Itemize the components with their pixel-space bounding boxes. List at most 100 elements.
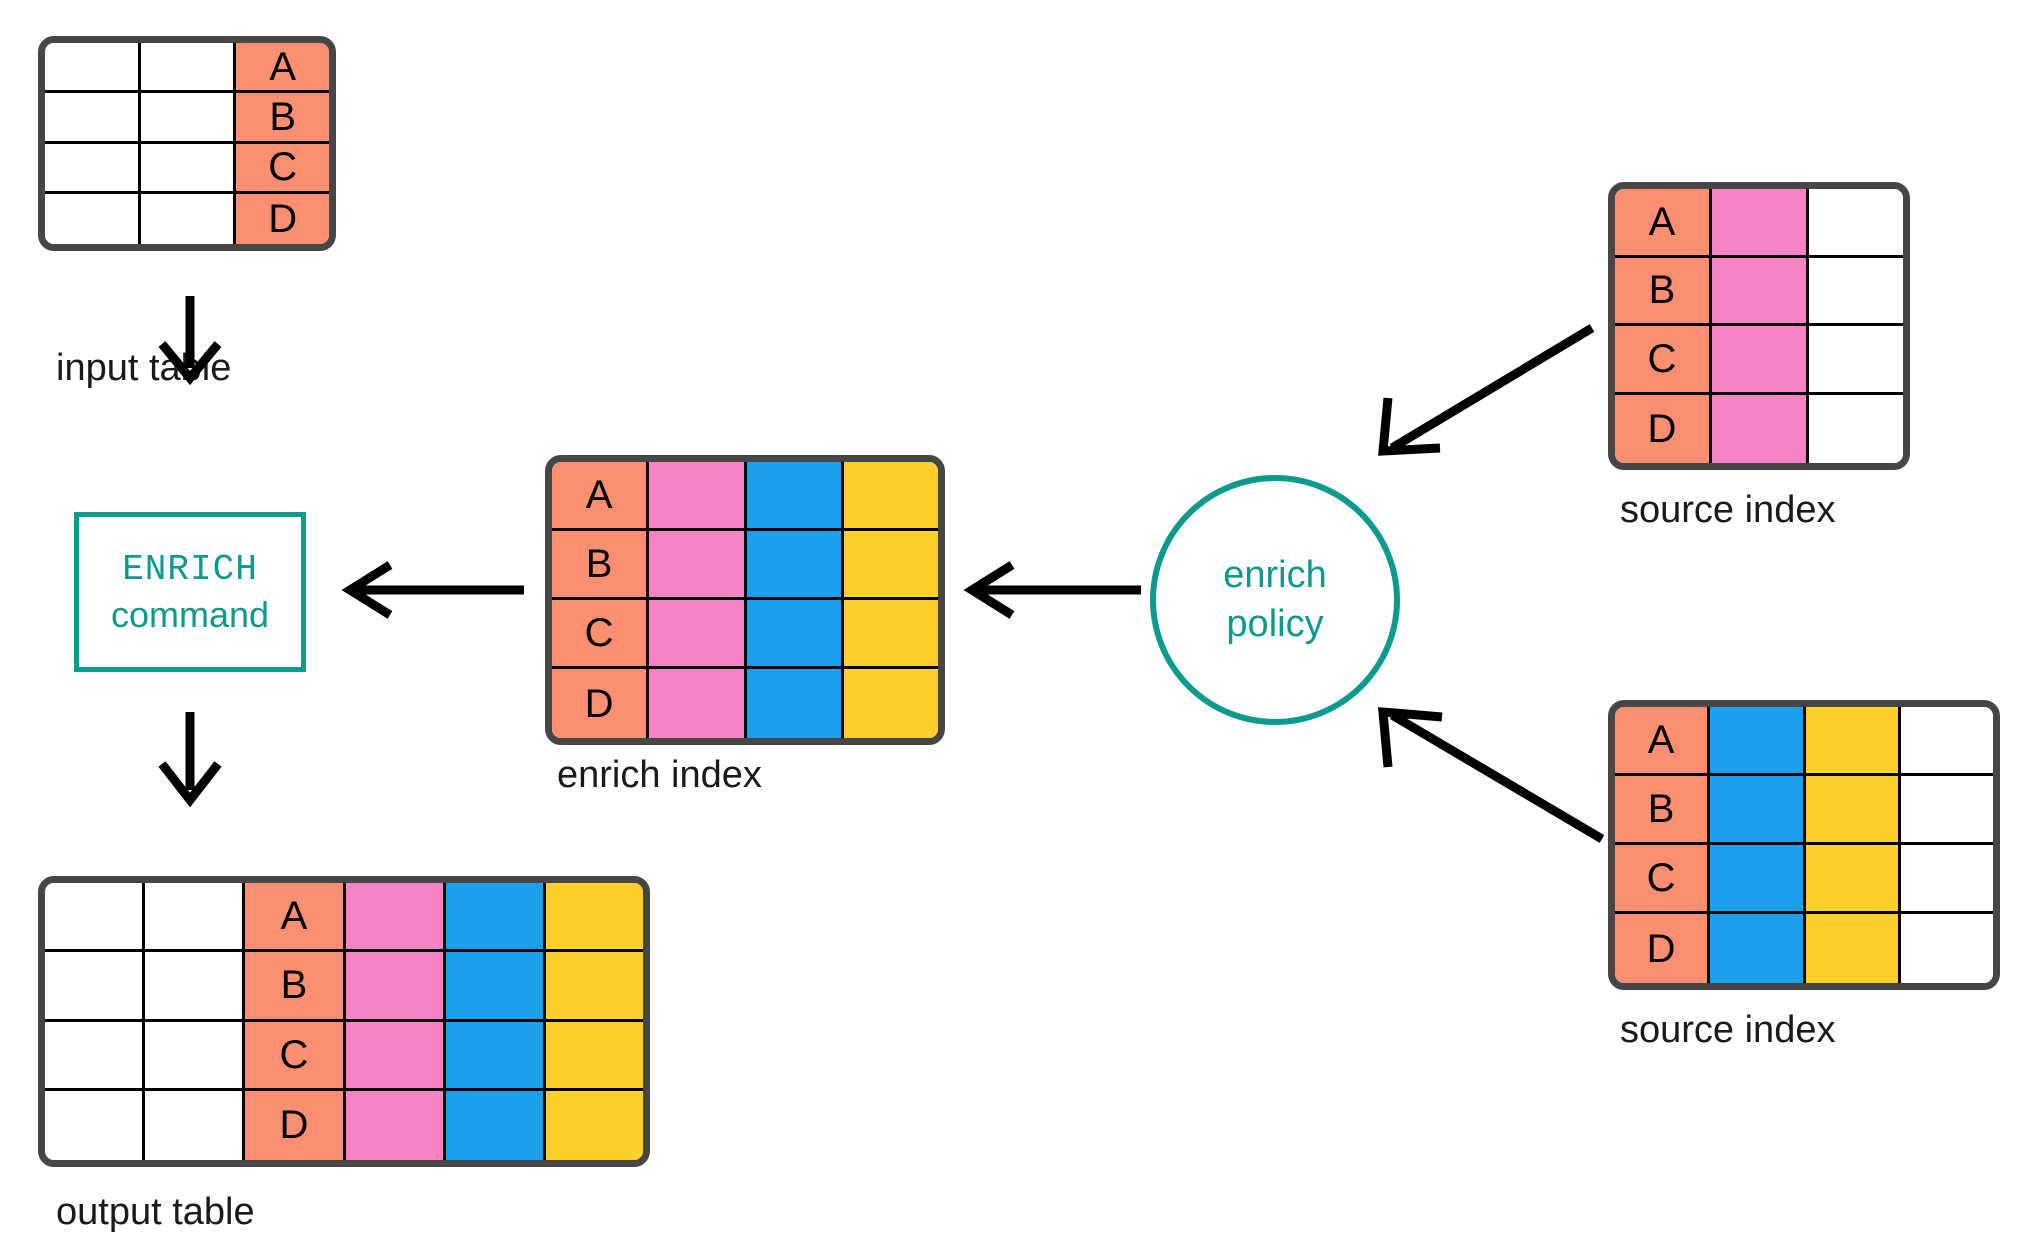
table-cell (649, 600, 747, 669)
table-cell: B (1615, 257, 1712, 326)
arrow-policy-to-enrich-index (963, 561, 1141, 619)
table-cell: D (552, 669, 650, 738)
source-index-bottom-label: source index (1620, 1009, 1836, 1051)
table-row: A (1615, 707, 1993, 776)
table-cell (45, 193, 141, 244)
table-cell (445, 883, 546, 953)
table-cell: C (552, 600, 650, 669)
table-row: A (1615, 189, 1903, 258)
table-cell: B (245, 952, 346, 1022)
table-cell (45, 1090, 146, 1160)
table-row: B (45, 93, 329, 144)
table-cell (45, 883, 146, 953)
table-cell: C (1615, 845, 1711, 914)
table-cell: D (1615, 394, 1712, 463)
table-cell (445, 1021, 546, 1091)
table-row: C (45, 1021, 643, 1091)
table-cell (345, 1021, 446, 1091)
table-row: A (45, 43, 329, 94)
table-cell (649, 531, 747, 600)
table-cell (45, 952, 146, 1022)
table-cell (45, 1021, 146, 1091)
table-cell (1900, 776, 1993, 845)
table-row: D (552, 669, 938, 738)
table-row: A (552, 462, 938, 531)
table-cell (649, 462, 747, 531)
table-cell (1805, 914, 1901, 983)
table-cell (1900, 845, 1993, 914)
table-cell: D (245, 1090, 346, 1160)
table-cell (45, 43, 141, 94)
table-row: B (552, 531, 938, 600)
table-cell (1805, 845, 1901, 914)
table-row: D (45, 1090, 643, 1160)
source-index-top-label: source index (1620, 489, 1836, 531)
table-cell (140, 43, 237, 94)
table-cell (145, 952, 246, 1022)
table-cell (843, 531, 938, 600)
table-cell: C (245, 1021, 346, 1091)
table-cell (1809, 394, 1903, 463)
enrich-policy-circle[interactable]: enrich policy (1150, 475, 1400, 725)
table-cell (345, 1090, 446, 1160)
table-row: B (1615, 257, 1903, 326)
table-cell (1809, 326, 1903, 395)
table-row: C (45, 143, 329, 194)
input-table-label: input table (56, 347, 232, 389)
table-cell (345, 883, 446, 953)
table-row: B (1615, 776, 1993, 845)
table-cell (445, 952, 546, 1022)
table-cell (1809, 257, 1903, 326)
table-row: C (1615, 326, 1903, 395)
enrich-command-keyword: ENRICH (122, 549, 258, 590)
table-cell (1712, 189, 1809, 258)
table-cell (843, 462, 938, 531)
table-cell: B (552, 531, 650, 600)
enrich-command-box[interactable]: ENRICH command (74, 512, 306, 672)
table-cell (545, 1090, 643, 1160)
arrow-source-top-to-policy (1378, 324, 1595, 456)
output-table-label: output table (56, 1191, 255, 1233)
table-cell (145, 883, 246, 953)
table-cell: A (236, 43, 329, 94)
table-cell (145, 1090, 246, 1160)
enrich-policy-line2: policy (1226, 603, 1324, 645)
table-row: D (45, 193, 329, 244)
table-cell: A (245, 883, 346, 953)
table-cell (140, 193, 237, 244)
table-cell (843, 669, 938, 738)
enrich-command-word: command (110, 594, 270, 635)
table-cell (45, 143, 141, 194)
table-row: C (1615, 845, 1993, 914)
table-cell (1712, 326, 1809, 395)
table-cell (843, 600, 938, 669)
table-cell (545, 883, 643, 953)
table-cell (140, 93, 237, 144)
arrow-command-to-output (158, 712, 222, 808)
table-cell: A (1615, 189, 1712, 258)
table-row: C (552, 600, 938, 669)
table-cell: C (236, 143, 329, 194)
table-row: D (1615, 914, 1993, 983)
table-cell (1710, 707, 1806, 776)
arrow-enrich-index-to-command (341, 561, 524, 619)
table-cell: B (236, 93, 329, 144)
table-cell: A (552, 462, 650, 531)
table-cell (1710, 914, 1806, 983)
table-cell (545, 1021, 643, 1091)
enrich-index-label: enrich index (557, 754, 762, 796)
table-row: B (45, 952, 643, 1022)
table-cell (1900, 914, 1993, 983)
table-cell (1805, 707, 1901, 776)
table-cell (545, 952, 643, 1022)
arrow-source-bottom-to-policy (1378, 707, 1605, 843)
table-cell (1712, 394, 1809, 463)
table-cell (445, 1090, 546, 1160)
table-cell: B (1615, 776, 1711, 845)
